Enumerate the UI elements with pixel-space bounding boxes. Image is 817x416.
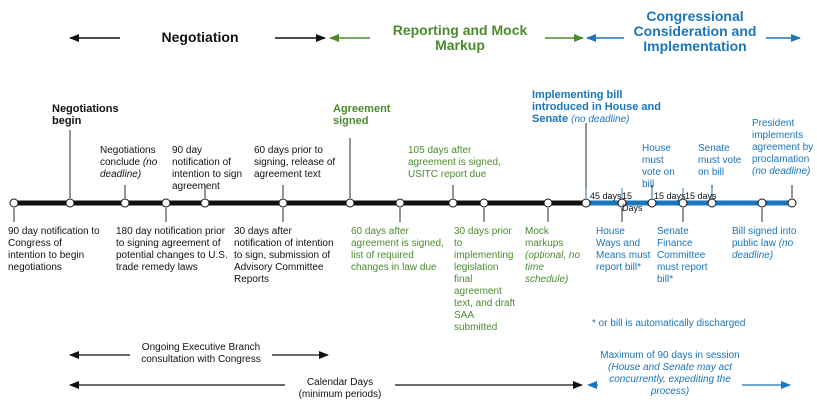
marker: [543, 198, 553, 208]
label-one-eighty: 180 day notification prior to signing ag…: [116, 226, 228, 273]
duration-separators: [585, 188, 713, 198]
label-ninety-notification: 90 day notification of intention to sign…: [172, 145, 243, 192]
timeline-markers: [9, 198, 797, 208]
above-connectors: [69, 123, 793, 198]
label-implementing-bill-note: (no deadline): [571, 114, 630, 125]
label-implementing-bill: Implementing bill introduced in House an…: [532, 89, 667, 126]
duration-45: 45 days: [590, 191, 622, 201]
marker: [65, 198, 75, 208]
footnote: * or bill is automatically discharged: [592, 318, 746, 329]
label-agreement-signed: Agreement signed: [333, 103, 391, 127]
label-bill-signed-note: (no deadline): [732, 238, 794, 261]
label-negotiations-conclude-note: (no deadline): [100, 157, 158, 180]
label-sixty-after: 60 days after agreement is signed, list …: [351, 226, 444, 273]
marker: [278, 198, 288, 208]
label-ninety-congress: 90 day notification to Congress of inten…: [8, 226, 100, 273]
label-executive: Ongoing Executive Branch consultation wi…: [141, 342, 261, 365]
label-president-note: (no deadline): [752, 166, 811, 177]
label-mock-markups: Mock markups (optional, no time schedule…: [525, 226, 583, 286]
label-thirty-after: 30 days after notification of intention …: [234, 226, 334, 285]
label-max-days-note: (House and Senate may act concurrently, …: [608, 362, 732, 397]
label-house-ways: House Ways and Means must report bill*: [596, 226, 651, 273]
label-thirty-prior: 30 days prior to implementing legislatio…: [454, 226, 516, 333]
marker: [448, 198, 458, 208]
label-president: President implements agreement by procla…: [752, 118, 816, 178]
label-mock-markups-text: Mock markups: [525, 226, 564, 249]
label-negotiations-conclude-text: Negotiations conclude: [100, 145, 156, 168]
label-negotiations-conclude: Negotiations conclude (no deadline): [100, 145, 162, 181]
phase-congress: Congressional Consideration and Implemen…: [633, 8, 757, 54]
label-calendar: Calendar Days (minimum periods): [298, 377, 382, 400]
phase-negotiation: Negotiation: [161, 29, 239, 45]
marker: [617, 198, 627, 208]
marker: [581, 198, 591, 208]
phase-reporting: Reporting and Mock Markup: [392, 22, 528, 53]
label-house-vote: House must vote on bill: [642, 143, 675, 190]
marker: [787, 198, 797, 208]
label-senate-finance: Senate Finance Committee must report bil…: [657, 226, 708, 285]
label-max-days: Maximum of 90 days in session (House and…: [600, 350, 740, 398]
marker: [678, 198, 688, 208]
marker: [395, 198, 405, 208]
label-implementing-bill-text: Implementing bill introduced in House an…: [532, 89, 661, 125]
label-president-text: President implements agreement by procla…: [752, 118, 814, 165]
label-sixty-prior: 60 days prior to signing, release of agr…: [254, 145, 336, 180]
marker: [120, 198, 130, 208]
label-mock-markups-note: (optional, no time schedule): [525, 250, 581, 285]
marker: [479, 198, 489, 208]
duration-15c: 15 days: [685, 191, 717, 201]
duration-15b: 15 days: [654, 191, 686, 201]
marker: [757, 198, 767, 208]
label-senate-vote: Senate must vote on bill: [698, 143, 742, 178]
label-bill-signed-text: Bill signed into public law: [732, 226, 797, 249]
below-connectors: [13, 208, 763, 222]
marker: [707, 198, 717, 208]
marker: [161, 198, 171, 208]
label-bill-signed: Bill signed into public law (no deadline…: [732, 226, 802, 262]
marker: [9, 198, 19, 208]
marker: [200, 198, 210, 208]
label-usitc-report: 105 days after agreement is signed, USIT…: [408, 145, 501, 180]
marker: [647, 198, 657, 208]
label-max-days-text: Maximum of 90 days in session: [600, 350, 740, 361]
label-negotiations-begin: Negotiations begin: [52, 103, 119, 127]
duration-15a: 15 Days: [622, 191, 643, 213]
marker: [345, 198, 355, 208]
